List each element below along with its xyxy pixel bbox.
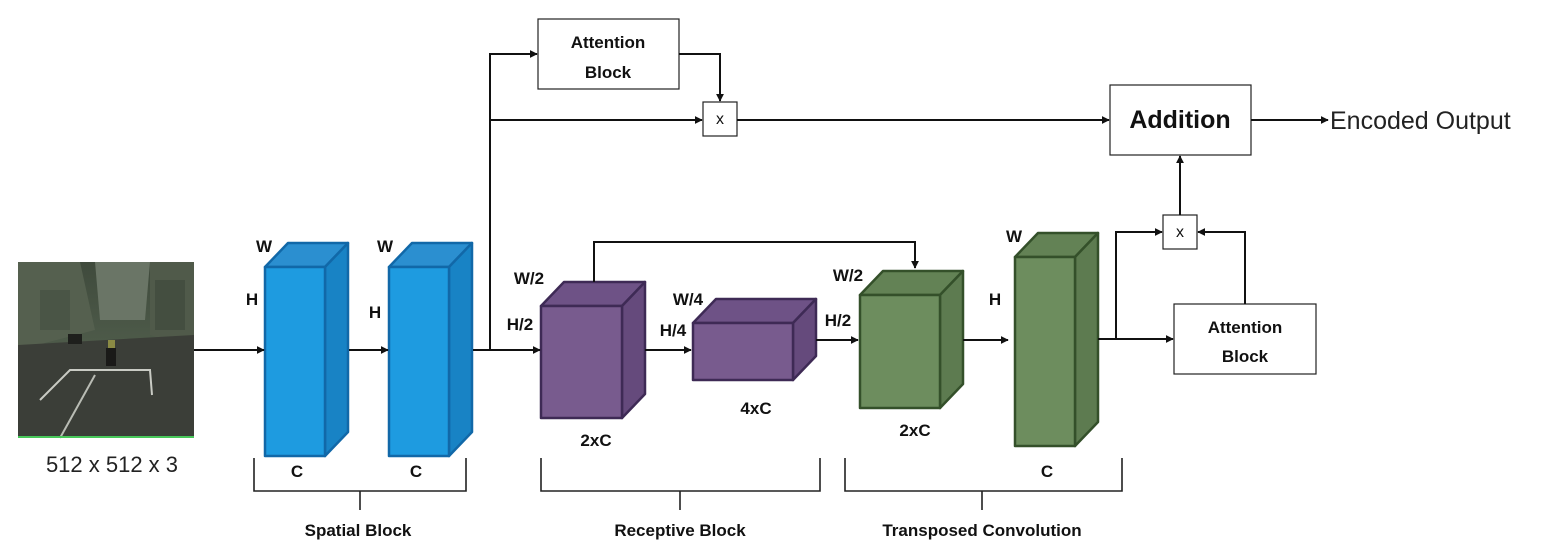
transposed-cube-2-h-label: H [989,290,1001,309]
receptive-cube-2-c-label: 4xC [740,399,771,418]
svg-text:x: x [1176,224,1184,241]
spatial-cube-1-h-label: H [246,290,258,309]
transposed-cube-1 [858,269,965,410]
multiply-node-bottom: x [1162,214,1198,250]
multiply-node-top: x [702,101,738,137]
svg-text:Addition: Addition [1129,106,1230,134]
receptive-cube-1-h-label: H/2 [507,315,533,334]
spatial-cube-1-w-label: W [256,237,273,256]
svg-text:Block: Block [1222,347,1269,366]
receptive-cube-2-h-label: H/4 [660,321,687,340]
spatial-cube-1-c-label: C [291,462,303,481]
arrow-to-attention-top [489,50,538,350]
receptive-cube-2-w-label: W/4 [673,290,704,309]
receptive-block-label: Receptive Block [614,521,746,540]
spatial-cube-1 [263,241,350,458]
receptive-cube-1 [539,280,647,420]
receptive-cube-1-w-label: W/2 [514,269,544,288]
bracket-spatial [253,458,467,510]
spatial-cube-2-h-label: H [369,303,381,322]
arrow-attention-bottom-to-multiply [1197,228,1246,304]
spatial-cube-2-c-label: C [410,462,422,481]
transposed-convolution-label: Transposed Convolution [882,521,1081,540]
arrow-to-multiply-bottom [1115,228,1163,339]
transposed-cube-2-c-label: C [1041,462,1053,481]
input-image [18,262,194,439]
spatial-block-label: Spatial Block [305,521,412,540]
svg-text:Block: Block [585,63,632,82]
transposed-cube-2-w-label: W [1006,227,1023,246]
svg-text:Attention: Attention [1208,318,1283,337]
connectors [194,50,1329,354]
receptive-cube-1-c-label: 2xC [580,431,611,450]
arrow-attention-to-multiply [679,53,724,102]
attention-block-top: Attention Block [537,18,680,90]
attention-block-bottom: Attention Block [1173,303,1317,375]
arrow-skip-connection [593,241,919,282]
bracket-transposed [844,458,1123,510]
addition-block: Addition [1109,84,1252,156]
svg-text:x: x [716,111,724,128]
svg-text:Attention: Attention [571,33,646,52]
transposed-cube-1-c-label: 2xC [899,421,930,440]
input-size-label: 512 x 512 x 3 [46,452,178,477]
transposed-cube-1-w-label: W/2 [833,266,863,285]
transposed-cube-1-h-label: H/2 [825,311,851,330]
encoded-output-label: Encoded Output [1330,107,1511,135]
spatial-cube-2-w-label: W [377,237,394,256]
receptive-cube-2 [691,297,818,382]
bracket-receptive [540,458,821,510]
spatial-cube-2 [387,241,474,458]
transposed-cube-2 [1013,231,1100,448]
